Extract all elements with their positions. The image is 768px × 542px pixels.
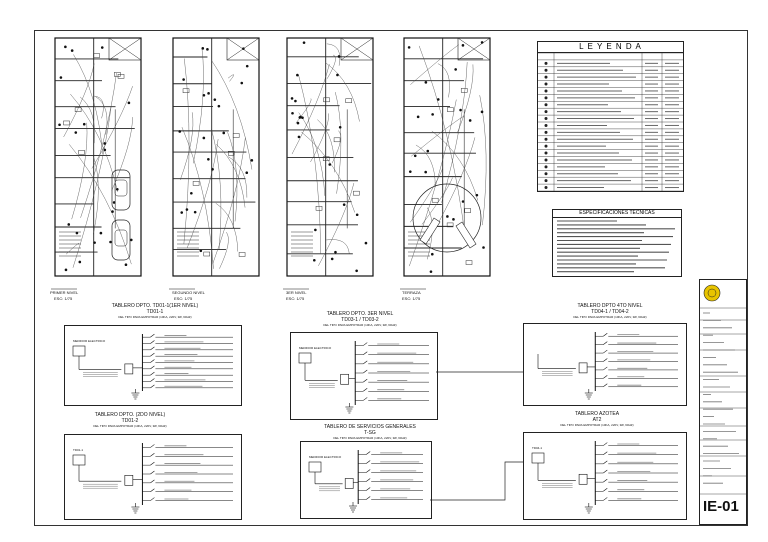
floor-plan-4 [400, 37, 491, 290]
panel-code-4: TD01-2 [121, 418, 139, 424]
panel-title-2: TABLERO DPTO. 3ER NIVEL [326, 311, 394, 317]
panel-note-2: DEL TIPO PARA EMPOTRAR (10KA, 220V, 3Ø, … [323, 323, 397, 327]
panel-note-4: DEL TIPO PARA EMPOTRAR (10KA, 220V, 3Ø, … [93, 424, 167, 428]
specs-box: ESPECIFICACIONES TECNICAS [552, 209, 682, 277]
title-block [699, 279, 747, 525]
panel-diagram-2: MEDIDOR ELECTRICO [290, 332, 438, 420]
sheet-border [34, 30, 748, 526]
legend-box: L E Y E N D A [537, 41, 684, 192]
panel-diagram-4: TD01-1 [64, 434, 242, 520]
panel-code-3: TD04-1 / TD04-2 [591, 309, 629, 315]
title-block-content [700, 284, 746, 495]
panel-code-2: TD03-1 / TD03-2 [341, 317, 379, 323]
panel-meter-label: MEDIDOR ELECTRICO [309, 455, 342, 459]
legend-table [538, 53, 683, 191]
plan-label-4: TERRAZA [402, 290, 421, 295]
floor-plan-3 [283, 37, 374, 290]
panel-diagram-6: TD04-1 [523, 432, 687, 520]
plan-scale-3: ESC: 1/75 [286, 296, 305, 301]
panel-title-5: TABLERO DE SERVICIOS GENERALES [324, 424, 416, 430]
panel-note-3: DEL TIPO PARA EMPOTRAR (10KA, 220V, 3Ø, … [573, 315, 647, 319]
panel-diagram-3 [523, 323, 687, 406]
plan-label-3: 3ER NIVEL [286, 290, 307, 295]
panel-diagram-5: MEDIDOR ELECTRICO [300, 441, 432, 519]
specs-text [557, 220, 675, 273]
panel-note-5: DEL TIPO PARA EMPOTRAR (10KA, 220V, 3Ø, … [333, 436, 407, 440]
sheet-number: IE-01 [703, 498, 739, 515]
panel-meter-label: TD01-1 [73, 448, 83, 452]
legend-title: L E Y E N D A [538, 42, 683, 53]
plan-scale-1: ESC: 1/75 [54, 296, 73, 301]
panel-code-1: TD01-1 [146, 309, 164, 315]
panel-title-6: TABLERO AZOTEA [574, 411, 620, 417]
panel-note-6: DEL TIPO PARA EMPOTRAR (10KA, 220V, 3Ø, … [560, 423, 634, 427]
plan-scale-2: ESC: 1/75 [174, 296, 193, 301]
panel-title-4: TABLERO DPTO. (2DO NIVEL) [94, 412, 166, 418]
floor-plan-2 [169, 37, 260, 290]
panel-note-1: DEL TIPO PARA EMPOTRAR (10KA, 220V, 3Ø, … [118, 315, 192, 319]
panel-meter-label: MEDIDOR ELECTRICO [299, 346, 332, 350]
specs-title: ESPECIFICACIONES TECNICAS [553, 210, 681, 218]
plan-label-1: PRIMER NIVEL [50, 290, 79, 295]
panel-meter-label: MEDIDOR ELECTRICO [73, 339, 106, 343]
panel-meter-label: TD04-1 [532, 446, 542, 450]
panel-title-1: TABLERO DPTO. TD01-1(1ER NIVEL) [111, 303, 199, 309]
panel-diagram-1: MEDIDOR ELECTRICO [64, 325, 242, 406]
plan-label-2: SEGUNDO NIVEL [172, 290, 205, 295]
floor-plan-1 [51, 37, 142, 290]
panel-title-3: TABLERO DPTO 4TO NIVEL [577, 303, 643, 309]
plan-scale-4: ESC: 1/75 [402, 296, 421, 301]
panel-code-6: AT2 [592, 417, 602, 423]
panel-code-5: T-SG [364, 430, 376, 436]
